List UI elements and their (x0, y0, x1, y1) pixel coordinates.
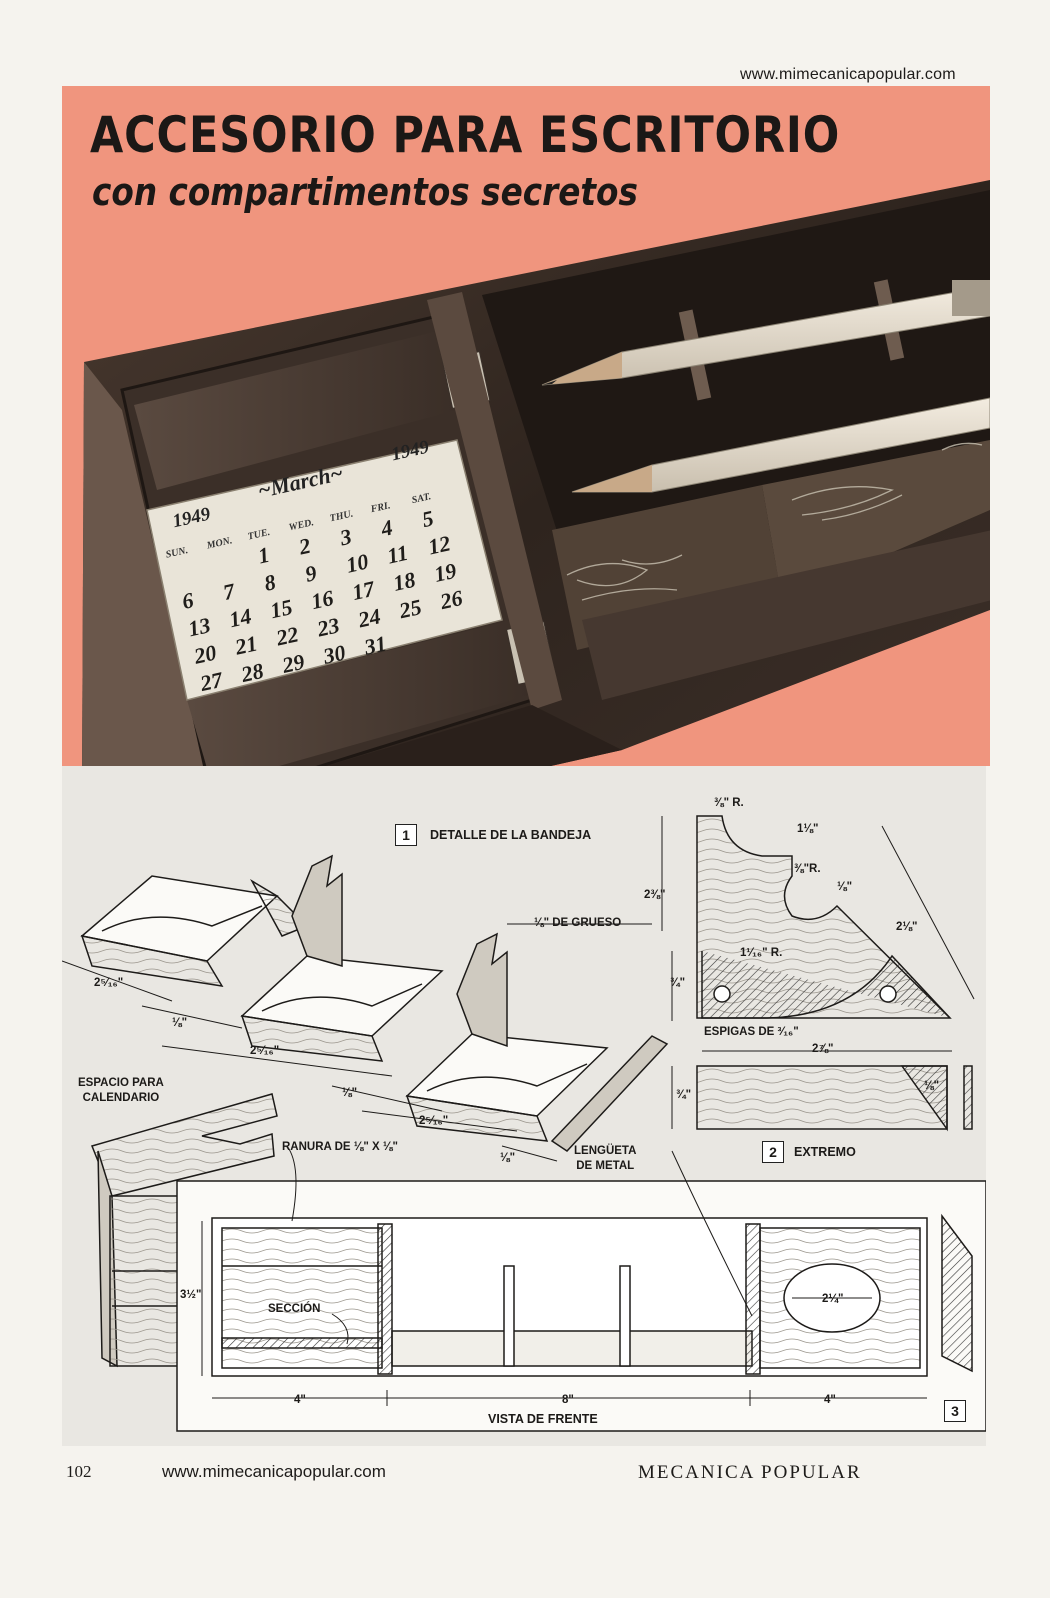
fig1-dim-5: ⅛" (500, 1152, 516, 1164)
fig1-dim-1: ⅛" (172, 1017, 188, 1029)
fig2-lower-three-q: ¾" (676, 1089, 692, 1101)
fig1-dim-4: 2⁵⁄₁₆" (419, 1115, 449, 1127)
fig3-center-dim: 8" (562, 1394, 574, 1406)
calendar-date: 20 (191, 640, 219, 669)
fig2-r-top: ⅜" R. (714, 797, 744, 809)
calendar-day-header: SUN. (165, 545, 189, 561)
calendar-date: 12 (426, 530, 453, 559)
fig1-caption: DETALLE DE LA BANDEJA (430, 828, 592, 842)
fig3-hole-dim: 2¼" (822, 1293, 844, 1305)
fig2-r-mid: ⅜"R. (794, 863, 821, 875)
calendar-date: 24 (355, 603, 383, 632)
fig2-top-len: 1⅛" (797, 823, 819, 835)
calendar-date: 25 (396, 594, 424, 623)
fig2-eighth: ⅛" (837, 881, 853, 893)
fig2-r-large: 1¹⁄₁₆" R. (740, 947, 783, 959)
fig3-right-dim: 4" (824, 1394, 836, 1406)
fig3-number: 3 (944, 1400, 966, 1422)
calendar-date: 4 (378, 514, 395, 541)
calendar-date: 21 (232, 630, 260, 659)
calendar-date: 15 (268, 594, 295, 623)
fig2-height: 2⅜" (644, 889, 666, 901)
calendar-date: 10 (344, 549, 371, 578)
calendar-date: 2 (296, 533, 313, 560)
fig2-diag: 2⅛" (896, 921, 918, 933)
fig3-groove-label: RANURA DE ⅛" X ⅛" (282, 1141, 398, 1153)
fig2-number: 2 (762, 1141, 784, 1163)
article-subtitle: con compartimentos secretos (92, 170, 638, 214)
fig1-dim-3: ⅛" (342, 1087, 358, 1099)
calendar-date: 28 (238, 658, 266, 687)
calendar-date: 30 (320, 640, 348, 669)
drawings-panel: 1 DETALLE DE LA BANDEJA ⅛" DE GRUESO 2⁵⁄… (62, 766, 986, 1446)
fig2-three-q: ¾" (670, 977, 686, 989)
fig1-thickness-label: ⅛" DE GRUESO (534, 917, 622, 929)
fig3-left-dim: 4" (294, 1394, 306, 1406)
calendar-date: 14 (227, 603, 254, 632)
magazine-name: MECANICA POPULAR (638, 1462, 862, 1483)
calendar-date: 5 (420, 505, 436, 532)
fig3-section-label: SECCIÓN (268, 1303, 321, 1315)
page-number: 102 (66, 1462, 92, 1481)
calendar-date: 6 (180, 587, 196, 614)
calendar-day-header: TUE. (247, 527, 271, 543)
calendar-date: 22 (273, 621, 301, 650)
fig1-dim-2: 2⁵⁄₁₆" (250, 1045, 280, 1057)
desk-accessory-photo: 1949 ~March~ 1949 SUN.MON.TUE.WED.THU.FR… (82, 180, 990, 840)
calendar-date: 23 (314, 612, 342, 641)
fig2-lower-eighth: ⅛" (924, 1080, 940, 1092)
fig3-caption: VISTA DE FRENTE (488, 1412, 598, 1426)
calendar-date: 16 (309, 585, 336, 614)
fig3-tongue-label: LENGÜETA DE METAL (574, 1145, 637, 1172)
calendar-date: 13 (186, 612, 213, 641)
calendar-day-header: WED. (288, 517, 315, 533)
fig3-space-label: ESPACIO PARA CALENDARIO (78, 1077, 164, 1104)
fig1-number: 1 (395, 824, 417, 846)
calendar-day-header: FRI. (369, 500, 392, 515)
footer-url[interactable]: www.mimecanicapopular.com (162, 1462, 386, 1481)
fig1-dim-0: 2⁵⁄₁₆" (94, 977, 124, 989)
calendar-date: 18 (391, 567, 418, 596)
header-url[interactable]: www.mimecanicapopular.com (740, 66, 956, 83)
article-title: ACCESORIO PARA ESCRITORIO (90, 106, 841, 164)
calendar-date: 29 (279, 649, 307, 678)
calendar-day-header: THU. (329, 508, 354, 524)
fig2-caption: EXTREMO (794, 1145, 856, 1159)
calendar-card: 1949 ~March~ 1949 SUN.MON.TUE.WED.THU.FR… (165, 437, 465, 697)
calendar-date: 26 (437, 585, 465, 614)
fig2-dowels: ESPIGAS DE ³⁄₁₆" (704, 1026, 799, 1038)
calendar-date: 8 (262, 569, 278, 596)
plans-drawing (62, 815, 986, 1432)
calendar-date: 9 (303, 560, 319, 587)
calendar-date: 3 (337, 524, 354, 551)
calendar-date: 31 (361, 631, 389, 660)
fig3-height: 3½" (180, 1289, 202, 1301)
calendar-date: 1 (256, 542, 272, 569)
calendar-date: 19 (432, 558, 459, 587)
calendar-day-header: SAT. (411, 491, 432, 506)
fig2-width: 2⅞" (812, 1043, 834, 1055)
